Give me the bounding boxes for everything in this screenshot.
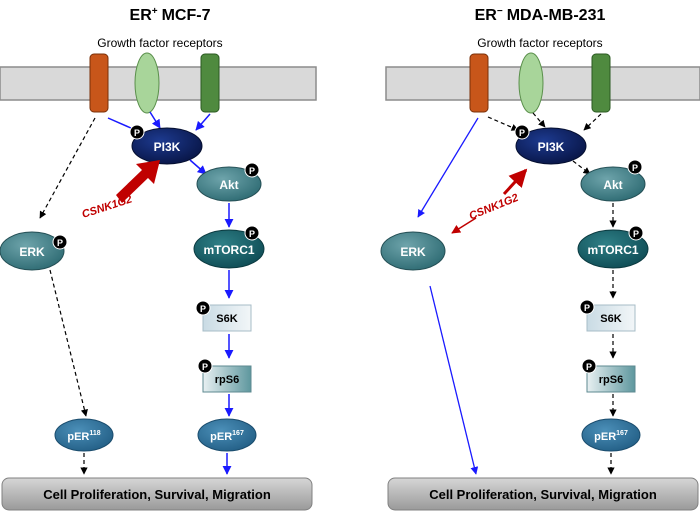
right-akt-phospho: [627, 159, 643, 175]
left-akt-phospho-label: P: [249, 166, 255, 176]
right-receptor-orange: [469, 53, 489, 113]
left-outcome-label: Cell Proliferation, Survival, Migration: [43, 487, 271, 502]
left-rps6-phospho-label: P: [202, 362, 208, 372]
right-mtorc1-phospho-label: P: [633, 229, 639, 239]
left-erk-phospho: [52, 234, 68, 250]
right-panel-title: ER−MDA-MB-231: [475, 6, 606, 24]
right-csnk1g2-arrow-erk: [451, 217, 477, 234]
left-s6k-phospho-label: P: [200, 304, 206, 314]
left-mtorc1-phospho: [244, 225, 260, 241]
left-panel-title: ER+MCF-7: [130, 6, 211, 24]
right-s6k-phospho-label: P: [584, 303, 590, 313]
left-rps6-label: rpS6: [215, 374, 239, 386]
right-per167-label: pER167: [594, 430, 628, 443]
right-rps6-phospho-label: P: [586, 362, 592, 372]
right-arrow-pi3k-akt: [572, 160, 591, 175]
left-per118-label: pER118: [67, 430, 100, 443]
right-s6k-label: S6K: [600, 313, 621, 325]
right-csnk1g2-arrow-pi3k: [502, 168, 528, 196]
right-akt-label: Akt: [603, 178, 622, 192]
left-erk-node: [0, 231, 65, 271]
right-mtorc1-label: mTORC1: [587, 243, 638, 257]
left-s6k-label: S6K: [216, 313, 237, 325]
right-pi3k-phospho: [514, 124, 530, 140]
left-csnk1g2-arrow: [116, 160, 160, 203]
left-mtorc1-phospho-label: P: [249, 229, 255, 239]
left-pi3k-node: [131, 127, 203, 165]
right-pi3k-phospho-label: P: [519, 128, 525, 138]
left-arrow-pi3k-akt: [189, 159, 207, 175]
right-rps6-phospho: [581, 358, 597, 374]
left-arrow-erk-per118: [49, 269, 88, 417]
right-erk-label: ERK: [400, 245, 426, 259]
left-arrow-receptor3-pi3k: [195, 113, 211, 131]
right-per167-node: [581, 418, 641, 452]
right-rps6-label: rpS6: [599, 374, 623, 386]
left-receptor-orange: [89, 53, 109, 113]
right-arrow-receptor3-pi3k: [583, 113, 602, 131]
left-outcome-bar: [1, 477, 313, 511]
left-pi3k-label: PI3K: [154, 140, 181, 154]
left-akt-phospho: [244, 162, 260, 178]
right-mtorc1-phospho: [628, 225, 644, 241]
right-csnk1g2-label: CSNK1G2: [468, 192, 521, 223]
left-s6k-phospho: [195, 300, 211, 316]
right-outcome-bar: [387, 477, 699, 511]
left-s6k-node: [202, 304, 252, 332]
left-rps6-phospho: [197, 358, 213, 374]
left-receptor-lightgreen: [134, 52, 160, 114]
right-akt-node: [580, 166, 646, 202]
left-pi3k-phospho: [129, 124, 145, 140]
right-receptor-green: [591, 53, 611, 113]
left-mtorc1-node: [193, 229, 265, 269]
right-arrow-receptor-erk: [417, 117, 479, 218]
left-panel: ER+MCF-7 Growth factor receptors PI3K P …: [0, 6, 317, 511]
left-per167-label: pER167: [210, 430, 244, 443]
left-pi3k-phospho-label: P: [134, 128, 140, 138]
right-arrow-receptor1-pi3k: [487, 116, 519, 131]
right-akt-phospho-label: P: [632, 163, 638, 173]
right-erk-node: [380, 231, 446, 271]
right-panel: ER−MDA-MB-231 Growth factor receptors PI…: [380, 6, 700, 511]
right-arrow-receptor2-pi3k: [532, 112, 546, 128]
left-per118-node: [54, 418, 114, 452]
left-mtorc1-label: mTORC1: [203, 243, 254, 257]
left-receptor-green: [200, 53, 220, 113]
left-akt-label: Akt: [219, 178, 238, 192]
right-outcome-label: Cell Proliferation, Survival, Migration: [429, 487, 657, 502]
right-mtorc1-node: [577, 229, 649, 269]
left-arrow-receptor2-pi3k: [149, 111, 161, 129]
right-receptor-lightgreen: [518, 52, 544, 114]
right-arrow-erk-outcome: [429, 285, 479, 475]
right-s6k-phospho: [579, 299, 595, 315]
right-pi3k-label: PI3K: [538, 140, 565, 154]
left-erk-label: ERK: [19, 245, 45, 259]
left-akt-node: [196, 166, 262, 202]
left-erk-phospho-label: P: [57, 238, 63, 248]
right-receptors-label: Growth factor receptors: [477, 36, 602, 50]
left-csnk1g2-label: CSNK1G2: [81, 193, 134, 220]
right-pi3k-node: [515, 127, 587, 165]
left-receptors-label: Growth factor receptors: [97, 36, 222, 50]
right-s6k-node: [586, 304, 636, 332]
left-per167-node: [197, 418, 257, 452]
left-arrow-receptor-erk: [39, 117, 96, 219]
